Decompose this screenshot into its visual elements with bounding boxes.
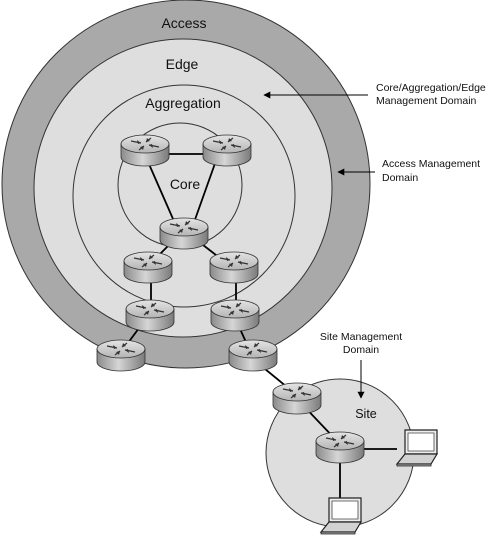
access-mgmt-line2: Domain: [382, 172, 418, 184]
link-core-top-right-bottom: [191, 154, 219, 229]
router-icon: [202, 134, 252, 167]
access-label: Access: [161, 15, 206, 31]
router-icon: [96, 339, 146, 372]
site-label: Site: [355, 407, 377, 421]
edge-label: Edge: [166, 56, 199, 72]
aggregation-label: Aggregation: [145, 95, 221, 111]
site-mgmt-line1: Site Management: [320, 331, 402, 343]
router-icon: [159, 217, 209, 250]
core-agg-edge-mgmt-line1: Core/Aggregation/Edge: [376, 82, 486, 94]
site-mgmt-line2: Domain: [343, 344, 379, 356]
core-agg-edge-mgmt-line2: Management Domain: [376, 95, 477, 107]
router-icon: [120, 134, 170, 167]
router-icon: [228, 339, 278, 372]
core-label: Core: [170, 176, 201, 192]
router-icon: [123, 251, 173, 284]
link-core-top-left-bottom: [144, 154, 178, 229]
access-mgmt-line1: Access Management: [382, 158, 480, 170]
router-icon: [210, 299, 260, 332]
router-icon: [125, 299, 175, 332]
router-icon: [315, 431, 365, 464]
router-icon: [209, 251, 259, 284]
router-icon: [272, 382, 322, 415]
